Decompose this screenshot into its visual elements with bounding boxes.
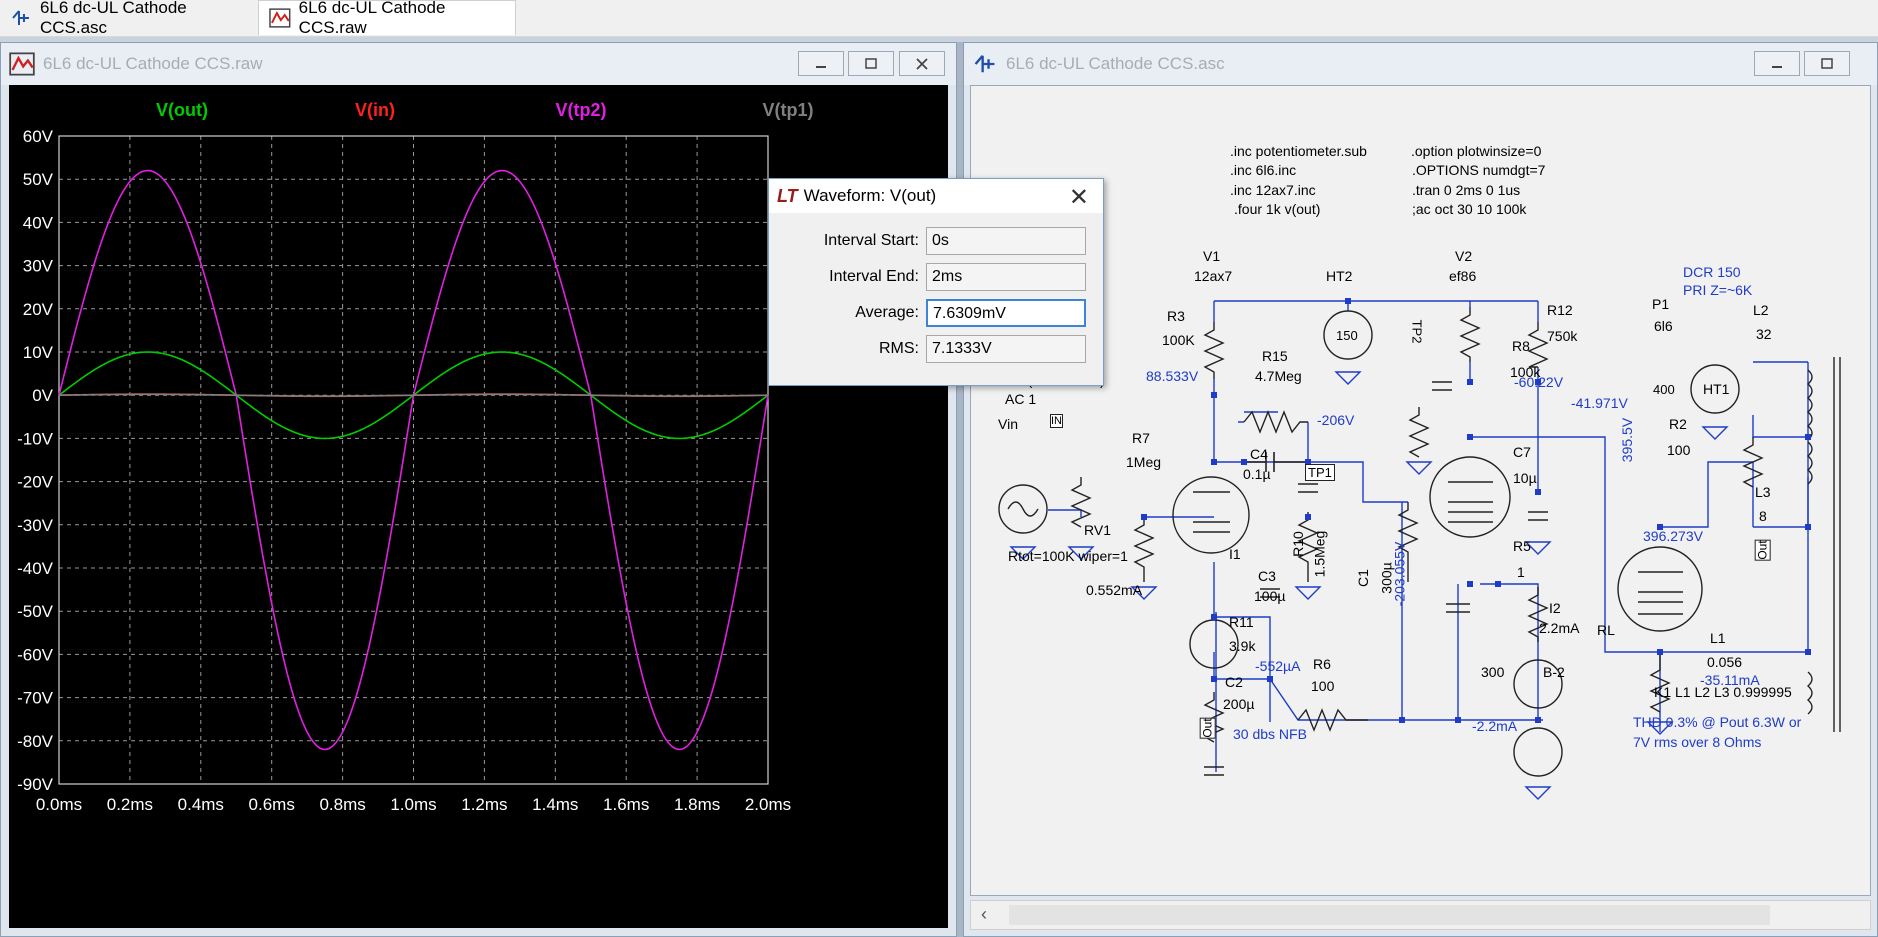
average-row: Average: 7.6309mV: [769, 297, 1103, 329]
schematic-window: 6L6 dc-UL Cathode CCS.asc: [963, 42, 1878, 937]
maximize-button[interactable]: [1804, 51, 1850, 76]
waveform-stats-dialog: LT Waveform: V(out) ✕ Interval Start: 0s…: [768, 178, 1104, 386]
schematic-inductors: [1806, 357, 1841, 732]
close-button[interactable]: [899, 51, 945, 76]
x-tick-label: 1.4ms: [532, 795, 578, 814]
interval-start-row: Interval Start: 0s: [769, 225, 1103, 257]
waveform-icon: [9, 52, 35, 76]
schematic-junctions: [1141, 298, 1811, 723]
y-tick-label: -10V: [17, 429, 54, 448]
mdi-workspace: 6L6 dc-UL Cathode CCS.raw 60V 50V 40V 30V 20…: [0, 42, 1878, 937]
legend-trace-name[interactable]: V(in): [355, 100, 395, 120]
interval-start-field[interactable]: 0s: [926, 227, 1086, 255]
y-tick-label: -40V: [17, 559, 54, 578]
x-tick-label: 0.0ms: [36, 795, 82, 814]
schematic-resistors: [1070, 307, 1764, 743]
schematic-sources: [998, 310, 1740, 777]
series-line: [58, 393, 769, 397]
schematic-wires: [1048, 300, 1809, 772]
rms-row: RMS: 7.1333V: [769, 333, 1103, 365]
y-tick-label: 0V: [32, 386, 53, 405]
field-label: Interval Start:: [823, 232, 919, 249]
y-tick-label: 60V: [23, 127, 54, 146]
dialog-title: Waveform: V(out): [803, 186, 937, 205]
waveform-icon: [269, 8, 291, 28]
x-tick-label: 0.2ms: [107, 795, 153, 814]
scroll-left-icon[interactable]: ‹: [981, 904, 987, 924]
waveform-window: 6L6 dc-UL Cathode CCS.raw 60V 50V 40V 30V 20…: [0, 42, 957, 937]
waveform-plot-pane[interactable]: 60V 50V 40V 30V 20V 10V 0V -10V -20V -30V -40V -50V…: [9, 85, 948, 928]
schematic-drawing[interactable]: [971, 86, 1872, 897]
x-tick-label: 1.0ms: [390, 795, 436, 814]
horizontal-scrollbar[interactable]: ‹: [970, 900, 1871, 930]
schematic-icon: [974, 54, 995, 73]
minimize-button[interactable]: [1754, 51, 1800, 76]
field-label: RMS:: [879, 340, 919, 357]
tab-schematic[interactable]: 6L6 dc-UL Cathode CCS.asc: [0, 0, 258, 37]
rms-field[interactable]: 7.1333V: [926, 335, 1086, 363]
schematic-window-titlebar[interactable]: 6L6 dc-UL Cathode CCS.asc: [964, 43, 1877, 85]
y-tick-label: 10V: [23, 343, 54, 362]
close-icon: [916, 57, 928, 70]
y-tick-label: -20V: [17, 473, 54, 492]
document-tab-bar: 6L6 dc-UL Cathode CCS.asc 6L6 dc-UL Cath…: [0, 0, 1878, 37]
x-tick-label: 0.4ms: [178, 795, 224, 814]
waveform-chart[interactable]: 60V 50V 40V 30V 20V 10V 0V -10V -20V -30V -40V -50V…: [9, 85, 948, 928]
schematic-icon: [12, 9, 29, 25]
y-tick-label: -90V: [17, 775, 54, 794]
y-tick-label: 40V: [23, 213, 54, 232]
interval-end-field[interactable]: 2ms: [926, 263, 1086, 291]
y-tick-label: 20V: [23, 300, 54, 319]
legend-trace-name[interactable]: V(tp1): [763, 100, 814, 120]
maximize-button[interactable]: [848, 51, 894, 76]
maximize-icon: [865, 57, 877, 69]
tab-label: 6L6 dc-UL Cathode CCS.raw: [298, 0, 446, 37]
window-title: 6L6 dc-UL Cathode CCS.asc: [1006, 54, 1225, 73]
schematic-grounds: [1009, 371, 1729, 800]
y-tick-label: -60V: [17, 645, 54, 664]
x-tick-label: 1.8ms: [674, 795, 720, 814]
field-label: Interval End:: [829, 268, 919, 285]
field-label: Average:: [855, 304, 919, 321]
maximize-icon: [1821, 57, 1833, 69]
x-tick-label: 2.0ms: [745, 795, 791, 814]
plot-frame: [58, 135, 769, 785]
schematic-canvas[interactable]: .inc potentiometer.sub .inc 6l6.inc .inc…: [970, 85, 1871, 896]
y-tick-label: -70V: [17, 689, 54, 708]
minimize-button[interactable]: [798, 51, 844, 76]
minimize-icon: [816, 65, 826, 68]
legend-trace-name[interactable]: V(out): [156, 100, 208, 120]
legend-trace-name[interactable]: V(tp2): [556, 100, 607, 120]
tab-label: 6L6 dc-UL Cathode CCS.asc: [39, 0, 187, 37]
interval-end-row: Interval End: 2ms: [769, 261, 1103, 293]
x-tick-label: 0.8ms: [319, 795, 365, 814]
scrollbar-thumb[interactable]: [1009, 905, 1770, 925]
dialog-titlebar[interactable]: LT Waveform: V(out): [769, 179, 1103, 213]
ltspice-logo-icon: LT: [777, 185, 798, 206]
tab-waveform[interactable]: 6L6 dc-UL Cathode CCS.raw: [258, 0, 516, 37]
schematic-tubes: [1172, 456, 1703, 632]
x-tick-label: 1.6ms: [603, 795, 649, 814]
y-tick-label: 50V: [23, 170, 54, 189]
y-tick-label: 30V: [23, 257, 54, 276]
y-tick-label: -30V: [17, 516, 54, 535]
window-title: 6L6 dc-UL Cathode CCS.raw: [43, 54, 263, 73]
close-icon[interactable]: ✕: [1068, 184, 1089, 211]
average-field[interactable]: 7.6309mV: [926, 299, 1086, 327]
y-tick-label: -80V: [17, 732, 54, 751]
y-tick-label: -50V: [17, 602, 54, 621]
x-tick-label: 1.2ms: [461, 795, 507, 814]
minimize-icon: [1772, 65, 1782, 68]
schematic-capacitors: [1204, 381, 1548, 776]
waveform-window-titlebar[interactable]: 6L6 dc-UL Cathode CCS.raw: [1, 43, 956, 85]
x-tick-label: 0.6ms: [249, 795, 295, 814]
